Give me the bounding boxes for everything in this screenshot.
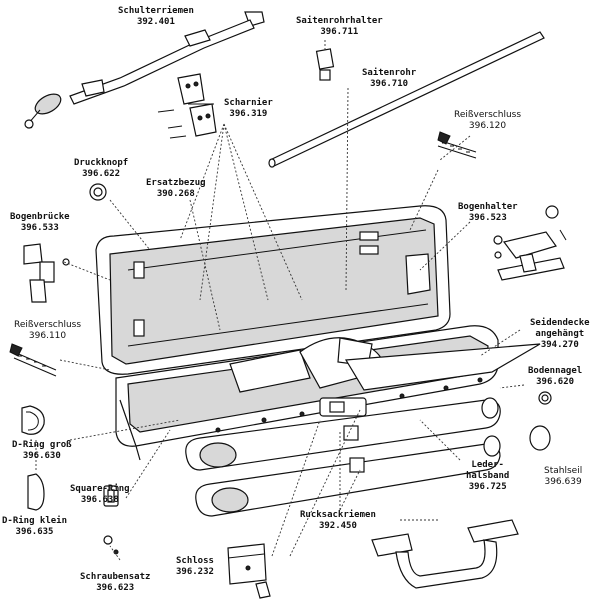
hinge-drawing bbox=[157, 73, 217, 139]
label-dring-gross: D-Ring groß 396.630 bbox=[12, 440, 72, 462]
label-number: 392.450 bbox=[318, 521, 357, 531]
label-lederhalsband: Leder- halsband 396.725 bbox=[466, 460, 509, 493]
label-number: 396.120 bbox=[468, 121, 507, 131]
label-number: 396.110 bbox=[28, 331, 67, 341]
zipper-top-drawing bbox=[437, 131, 477, 159]
label-name: Bogenbrücke bbox=[10, 212, 70, 222]
label-square-ring: Square-Ring 396.638 bbox=[70, 484, 130, 506]
label-number: 396.232 bbox=[176, 567, 214, 577]
label-name: Bogenhalter bbox=[458, 202, 518, 212]
label-number: 394.270 bbox=[540, 340, 579, 350]
label-ersatzbezug: Ersatzbezug 390.268 bbox=[146, 178, 206, 200]
label-bogenbruecke: Bogenbrücke 396.533 bbox=[10, 212, 70, 234]
label-number: 390.268 bbox=[156, 189, 195, 199]
label-number: 396.533 bbox=[20, 223, 59, 233]
label-number: 396.639 bbox=[544, 477, 582, 487]
label-saitenrohr: Saitenrohr 396.710 bbox=[362, 68, 416, 90]
label-name: Leder- bbox=[471, 460, 504, 470]
shoulder-strap-drawing bbox=[24, 11, 265, 129]
label-stahlseil: Stahlseil 396.639 bbox=[544, 466, 582, 488]
label-number: 396.623 bbox=[96, 583, 135, 593]
label-bogenhalter: Bogenhalter 396.523 bbox=[458, 202, 518, 224]
label-number: 392.401 bbox=[136, 17, 175, 27]
backpack-straps-drawing bbox=[185, 397, 501, 517]
label-name: Druckknopf bbox=[74, 158, 129, 168]
label-seidendecke: Seidendecke angehängt 394.270 bbox=[530, 318, 590, 351]
tube-holder-drawing bbox=[315, 48, 335, 81]
label-name-line2: angehängt bbox=[535, 329, 585, 339]
zipper-left-drawing bbox=[9, 343, 57, 377]
bottom-nail-drawing bbox=[538, 391, 552, 405]
label-name: Saitenrohr bbox=[362, 68, 417, 78]
handle-drawing bbox=[371, 519, 519, 589]
label-number: 396.319 bbox=[229, 109, 268, 119]
label-saitenrohrhalter: Saitenrohrhalter 396.711 bbox=[296, 16, 383, 38]
label-scharnier: Scharnier 396.319 bbox=[224, 98, 273, 120]
label-druckknopf: Druckknopf 396.622 bbox=[74, 158, 128, 180]
label-name: Stahlseil bbox=[544, 466, 583, 476]
label-number: 396.622 bbox=[82, 169, 121, 179]
label-name: D-Ring klein bbox=[2, 516, 68, 526]
label-dring-klein: D-Ring klein 396.635 bbox=[2, 516, 67, 538]
leader-lines bbox=[35, 40, 525, 561]
violin-case-drawing bbox=[95, 205, 541, 461]
label-name: Schloss bbox=[176, 556, 214, 566]
label-name: Scharnier bbox=[224, 98, 273, 108]
label-rucksackriemen: Rucksackriemen 392.450 bbox=[300, 510, 376, 532]
label-name: Reißverschluss bbox=[454, 110, 522, 120]
label-name: D-Ring groß bbox=[12, 440, 72, 450]
label-reissverschluss-top: Reißverschluss 396.120 bbox=[454, 110, 521, 132]
label-name: Schulterriemen bbox=[118, 6, 194, 16]
label-number: 396.635 bbox=[15, 527, 54, 537]
label-number: 396.638 bbox=[80, 495, 119, 505]
label-name: Seidendecke bbox=[530, 318, 590, 328]
square-ring-drawing bbox=[103, 485, 119, 555]
bow-bridge-drawing bbox=[23, 243, 70, 303]
label-name: Reißverschluss bbox=[14, 320, 82, 330]
label-reissverschluss-left: Reißverschluss 396.110 bbox=[14, 320, 81, 342]
label-name: Rucksackriemen bbox=[300, 510, 376, 520]
label-number: 396.620 bbox=[536, 377, 575, 387]
label-schulterriemen: Schulterriemen 392.401 bbox=[118, 6, 194, 28]
label-name: Saitenrohrhalter bbox=[296, 16, 383, 26]
label-name: Schraubensatz bbox=[80, 572, 151, 582]
string-tube-drawing bbox=[268, 31, 545, 168]
label-schraubensatz: Schraubensatz 396.623 bbox=[80, 572, 150, 594]
label-number: 396.523 bbox=[468, 213, 507, 223]
snap-button-drawing bbox=[89, 183, 107, 201]
label-bodennagel: Bodennagel 396.620 bbox=[528, 366, 582, 388]
label-name-line2: halsband bbox=[466, 471, 510, 481]
d-ring-small-drawing bbox=[27, 473, 45, 511]
label-number: 396.711 bbox=[320, 27, 359, 37]
label-schloss: Schloss 396.232 bbox=[176, 556, 214, 578]
label-name: Bodennagel bbox=[528, 366, 583, 376]
label-name: Square-Ring bbox=[70, 484, 130, 494]
lock-drawing bbox=[227, 543, 271, 599]
steel-cable-drawing bbox=[529, 425, 551, 451]
label-number: 396.725 bbox=[468, 482, 507, 492]
bow-holder-drawing bbox=[493, 205, 567, 281]
label-name: Ersatzbezug bbox=[146, 178, 206, 188]
label-number: 396.630 bbox=[22, 451, 61, 461]
label-number: 396.710 bbox=[370, 79, 409, 89]
d-ring-large-drawing bbox=[21, 405, 45, 435]
